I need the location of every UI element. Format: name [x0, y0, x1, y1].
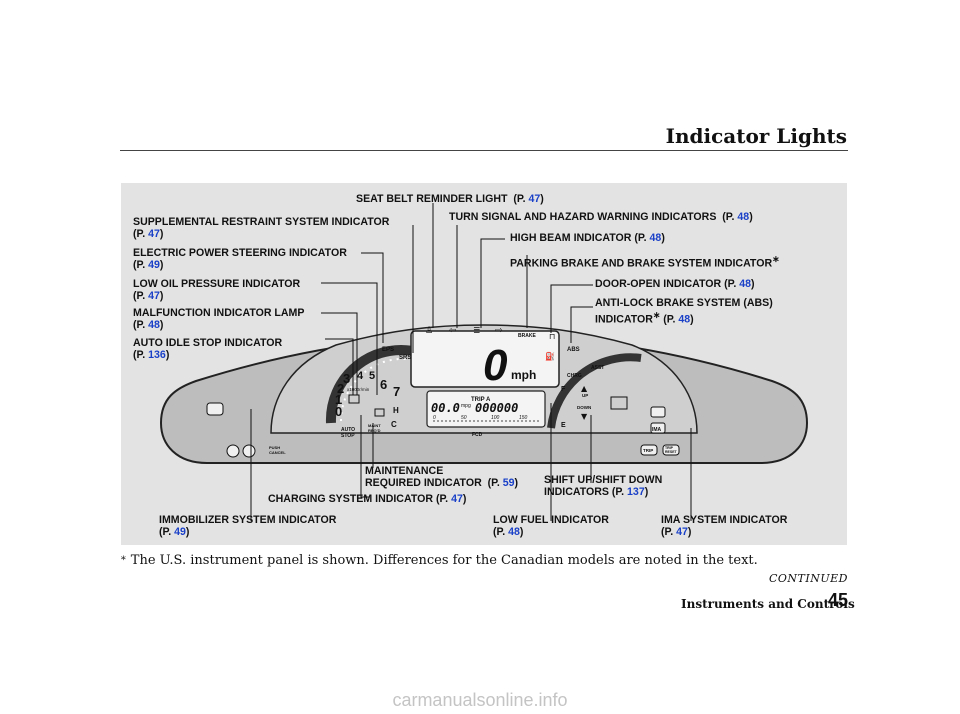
- mpg-value: 00.0: [431, 401, 460, 415]
- label-seat-belt: SEAT BELT REMINDER LIGHT (P. 47): [356, 193, 544, 205]
- abs-text: ABS: [567, 347, 580, 353]
- door-open-icon: ⊓: [549, 332, 555, 341]
- trip-reset-line2: RESET: [665, 450, 678, 454]
- section-name: Instruments and Controls: [681, 597, 855, 611]
- fuel-empty: E: [561, 422, 566, 429]
- title-rule: [120, 150, 848, 151]
- trip-reset-line1: TRIP: [665, 446, 674, 450]
- auto-stop-line2: STOP: [341, 433, 355, 439]
- auto-stop-line1: AUTO: [341, 427, 355, 433]
- footnote-asterisk: ∗: [120, 553, 127, 564]
- tach-unit: x1000r/min: [347, 387, 370, 392]
- label-oil: LOW OIL PRESSURE INDICATOR(P. 47): [133, 278, 301, 302]
- plus-button[interactable]: [242, 444, 256, 458]
- maint-line2: REQ'D: [368, 428, 381, 433]
- tach-7: 7: [393, 384, 400, 399]
- tach-4: 4: [357, 370, 364, 382]
- label-srs: SUPPLEMENTAL RESTRAINT SYSTEM INDICATOR(…: [133, 216, 390, 240]
- label-ima: IMA SYSTEM INDICATOR(P. 47): [661, 514, 788, 538]
- trip-button[interactable]: [640, 444, 658, 456]
- label-abs: ANTI-LOCK BRAKE SYSTEM (ABS)INDICATOR∗ (…: [595, 297, 773, 326]
- eps-text: EPS: [382, 347, 394, 353]
- trip-reset-button[interactable]: [662, 444, 680, 456]
- label-turn-signal: TURN SIGNAL AND HAZARD WARNING INDICATOR…: [449, 211, 753, 223]
- tach-6: 6: [380, 377, 387, 392]
- ima-text: IMA: [652, 427, 662, 433]
- high-beam-icon: ≣: [473, 326, 481, 336]
- label-immobilizer: IMMOBILIZER SYSTEM INDICATOR(P. 49): [159, 514, 337, 538]
- fcd-tick-0: 0: [433, 415, 436, 421]
- speed-lcd: [410, 330, 560, 388]
- trip-value: 000000: [475, 401, 518, 415]
- label-parking-brake: PARKING BRAKE AND BRAKE SYSTEM INDICATOR…: [510, 254, 780, 270]
- label-low-fuel: LOW FUEL INDICATOR(P. 48): [493, 514, 609, 538]
- speed-unit: mph: [511, 368, 536, 382]
- turn-left-icon: ⇦: [449, 326, 457, 336]
- label-mil: MALFUNCTION INDICATOR LAMP(P. 48): [133, 307, 305, 331]
- tach-0: 0: [335, 404, 342, 419]
- down-text: DOWN: [577, 405, 591, 410]
- brake-text: BRAKE: [518, 333, 536, 339]
- battery-icon: [374, 408, 385, 417]
- tach-1: 1: [335, 392, 342, 407]
- label-door-open: DOOR-OPEN INDICATOR (P. 48): [595, 278, 755, 290]
- label-charging: CHARGING SYSTEM INDICATOR (P. 47): [268, 493, 467, 505]
- tach-2: 2: [337, 381, 344, 396]
- trip-lcd: [426, 390, 546, 428]
- tachometer: [325, 345, 423, 424]
- chrg-text: CHRG: [567, 373, 582, 379]
- mpg-unit: mpg: [461, 403, 471, 409]
- leader-lines: [250, 203, 692, 521]
- srs-text: SRS: [399, 355, 411, 361]
- cancel-text: CANCEL: [269, 450, 286, 455]
- turn-right-icon: ⇨: [495, 326, 503, 336]
- ima-lamp: [650, 422, 666, 434]
- fcd-tick-150: 150: [519, 415, 528, 421]
- trip-label: TRIP A: [471, 397, 491, 403]
- instrument-panel-figure: 0 mph TRIP A 00.0 mpg 000000 0 50 100 15…: [121, 183, 847, 545]
- push-text: PUSH: [269, 445, 280, 450]
- immobilizer-icon: [206, 402, 224, 416]
- shift-down-icon: ▼: [581, 412, 588, 421]
- battery-level-icon: [610, 396, 628, 410]
- asst-text: ASST: [591, 365, 604, 371]
- up-text: UP: [582, 393, 588, 398]
- watermark: carmanualsonline.info: [392, 690, 568, 710]
- temp-hot: H: [393, 406, 399, 415]
- speed-value: 0: [483, 341, 508, 390]
- fcd-tick-50: 50: [461, 415, 467, 421]
- maint-line1: MAINT: [368, 423, 381, 428]
- footnote: ∗The U.S. instrument panel is shown. Dif…: [120, 553, 758, 568]
- trip-button-label: TRIP: [643, 448, 653, 453]
- shift-up-icon: ▲: [581, 384, 588, 393]
- side-lamp-icon: [650, 406, 666, 418]
- fcd-label: FCD: [472, 432, 483, 438]
- label-eps: ELECTRIC POWER STEERING INDICATOR(P. 49): [133, 247, 347, 271]
- fcd-tick-100: 100: [491, 415, 500, 421]
- label-auto-idle: AUTO IDLE STOP INDICATOR(P. 136): [133, 337, 283, 361]
- temp-cold: C: [391, 420, 397, 429]
- label-high-beam: HIGH BEAM INDICATOR (P. 48): [510, 232, 665, 244]
- minus-button[interactable]: [226, 444, 240, 458]
- page-number: 45: [827, 590, 848, 610]
- mil-icon: [348, 394, 360, 404]
- continued-marker: CONTINUED: [769, 572, 848, 585]
- page-title: Indicator Lights: [665, 124, 847, 148]
- tach-3: 3: [343, 371, 350, 386]
- instrument-panel-diagram: 0 mph TRIP A 00.0 mpg 000000 0 50 100 15…: [159, 203, 809, 521]
- tach-5: 5: [369, 370, 375, 382]
- fuel-pump-icon: ⛽: [545, 351, 555, 361]
- fuel-full: F: [561, 386, 566, 393]
- seat-belt-icon: ♙: [425, 326, 433, 336]
